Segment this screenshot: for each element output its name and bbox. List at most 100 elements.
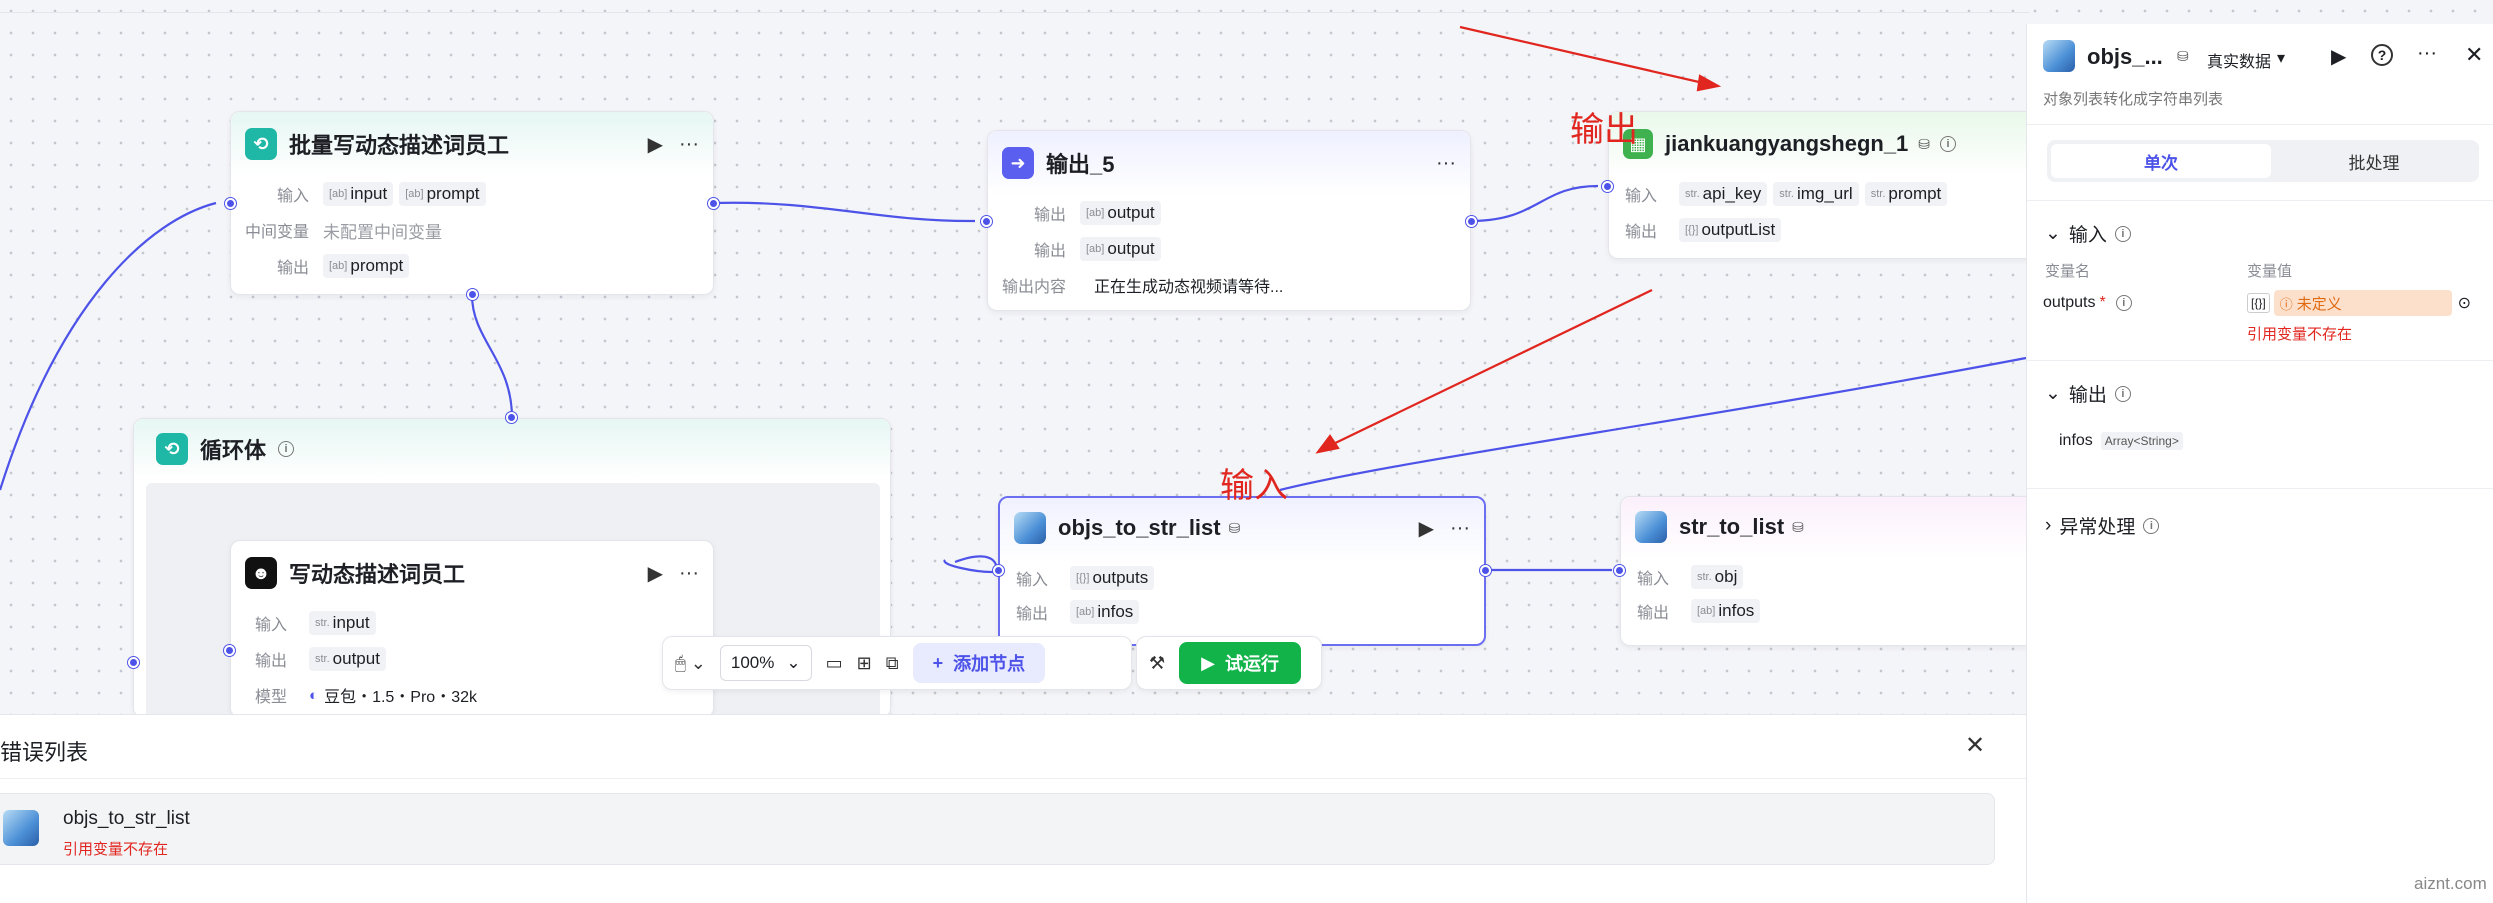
output-row: 输出 [ab]output: [1002, 199, 1167, 227]
input-label: 输入: [1625, 188, 1658, 205]
tab-batch[interactable]: 批处理: [2348, 153, 2400, 173]
annot-arrow-middle: [1324, 289, 1653, 449]
objs-node[interactable]: objs_to_str_list ⛁ ▶ ··· 输入 [{}]outputs …: [998, 496, 1486, 646]
port[interactable]: [1480, 565, 1491, 576]
run-node-icon[interactable]: ▶: [647, 133, 664, 156]
output-label: 输出: [1625, 224, 1658, 241]
help-icon[interactable]: ?: [2371, 44, 2393, 66]
layout-icon[interactable]: ⊞: [856, 652, 872, 673]
node-header: str_to_list ⛁: [1635, 511, 2025, 543]
port[interactable]: [467, 289, 478, 300]
output-section-header[interactable]: ⌄ 输出 i: [2045, 380, 2131, 407]
var-error-message: 引用变量不存在: [2247, 326, 2353, 343]
wire-loop-to-objs: [943, 555, 998, 574]
mid-label: 中间变量: [245, 224, 310, 241]
annotation-input: 输入: [1220, 467, 1288, 505]
writer-node[interactable]: ☻ 写动态描述词员工 ▶ ··· 输入 str.input 输出 str.out…: [230, 540, 714, 718]
str-node[interactable]: str_to_list ⛁ 输入 str.obj 输出 [ab]infos: [1620, 496, 2040, 646]
info-icon[interactable]: i: [1940, 136, 1957, 152]
caret-down-icon: ▾: [2277, 50, 2286, 67]
var-name: outputs* i: [2043, 294, 2132, 312]
chevron-down-icon: ⌄: [786, 653, 801, 672]
code-plugin-icon: [3, 810, 39, 846]
test-run-label: 试运行: [1224, 654, 1279, 674]
output-label: 输出: [1016, 606, 1049, 623]
mouse-mode-icon[interactable]: 🖱 ⌄: [675, 652, 706, 673]
variable-picker-icon[interactable]: ⊙: [2457, 295, 2471, 312]
comment-icon[interactable]: ▭: [825, 652, 843, 673]
watermark: aiznt.com: [2414, 874, 2487, 893]
minimap-icon[interactable]: ⧉: [885, 652, 899, 673]
array-type-icon: [{}]: [2247, 293, 2270, 313]
port[interactable]: [708, 198, 719, 209]
data-mode-select[interactable]: 真实数据 ▾: [2207, 48, 2285, 72]
exception-section-title: 异常处理: [2059, 517, 2136, 538]
output5-node[interactable]: ➜ 输出_5 ··· 输出 [ab]output 输出 [ab]output 输…: [987, 130, 1471, 311]
output-row: 输出 [ab]prompt: [245, 252, 415, 280]
info-icon[interactable]: i: [2143, 517, 2160, 534]
var-tag: str.api_key: [1679, 182, 1768, 206]
input-row: 输入 [{}]outputs: [1014, 564, 1160, 592]
info-icon[interactable]: i: [2114, 225, 2131, 242]
loop-icon: ⟲: [156, 433, 188, 465]
model-row: 模型 ◐ 豆包・1.5・Pro・32k: [245, 681, 477, 709]
node-header: ➜ 输出_5 ···: [1002, 147, 1456, 179]
var-value-col: 变量值: [2247, 263, 2293, 280]
model-value: 豆包・1.5・Pro・32k: [324, 689, 478, 706]
info-icon[interactable]: i: [2114, 385, 2131, 402]
port[interactable]: [993, 565, 1004, 576]
more-icon[interactable]: ···: [1450, 516, 1470, 539]
close-icon[interactable]: ✕: [2465, 42, 2484, 67]
annot-arrow-top: [1459, 25, 1713, 87]
add-node-button[interactable]: + 添加节点: [912, 643, 1046, 683]
run-node-icon[interactable]: ▶: [647, 562, 664, 585]
port[interactable]: [1466, 216, 1477, 227]
debug-icon[interactable]: ⚒: [1149, 652, 1166, 673]
run-icon[interactable]: ▶: [2331, 46, 2347, 68]
more-icon[interactable]: ···: [679, 561, 699, 584]
more-icon[interactable]: ···: [1436, 151, 1456, 174]
port[interactable]: [225, 198, 236, 209]
panel-description: 对象列表转化成字符串列表: [2043, 91, 2224, 108]
port[interactable]: [128, 657, 139, 668]
run-node-icon[interactable]: ▶: [1418, 517, 1435, 540]
var-tag: [{}]outputList: [1679, 218, 1782, 242]
port[interactable]: [224, 645, 235, 656]
error-message: 引用变量不存在: [63, 841, 169, 858]
port[interactable]: [506, 412, 517, 423]
input-section-header[interactable]: ⌄ 输入 i: [2045, 220, 2131, 247]
error-list-title: 错误列表: [0, 740, 89, 765]
exception-section-header[interactable]: › 异常处理 i: [2045, 512, 2160, 539]
more-icon[interactable]: ···: [2417, 42, 2437, 64]
tab-single[interactable]: 单次: [2051, 144, 2271, 178]
info-icon[interactable]: i: [2115, 295, 2132, 311]
port[interactable]: [1614, 565, 1625, 576]
zoom-select[interactable]: 100% ⌄: [719, 645, 812, 681]
batch-node[interactable]: ⟲ 批量写动态描述词员工 ▶ ··· 输入 [ab]input [ab]prom…: [230, 111, 714, 295]
error-item[interactable]: objs_to_str_list 引用变量不存在: [0, 793, 1995, 865]
output-label: 输出: [1637, 605, 1670, 622]
input-row: 输入 [ab]input [ab]prompt: [245, 180, 492, 208]
port[interactable]: [981, 216, 992, 227]
run-toolbar: ⚒ ▶ 试运行: [1136, 636, 1322, 690]
input-row: 输入 str.input: [245, 609, 382, 637]
model-label: 模型: [255, 689, 288, 706]
close-icon[interactable]: ✕: [1965, 732, 1986, 759]
port[interactable]: [1602, 181, 1613, 192]
doubao-icon: ◐: [309, 686, 319, 704]
wire-batch-to-loop: [470, 294, 514, 419]
content-row: 输出内容 正在生成动态视频请等待...: [1002, 271, 1283, 299]
info-icon[interactable]: i: [278, 441, 295, 457]
plugin-badge-icon: ⛁: [1918, 135, 1931, 152]
test-run-button[interactable]: ▶ 试运行: [1179, 642, 1301, 684]
plugin-badge-icon: ⛁: [1792, 518, 1804, 535]
bot-icon: ☻: [245, 557, 277, 589]
node-title: 输出_5: [1046, 152, 1115, 177]
jk-node[interactable]: ▦ jiankuangyangshegn_1 ⛁ i 输入 str.api_ke…: [1608, 111, 2038, 259]
node-title: 循环体: [200, 438, 267, 463]
code-plugin-icon: [1014, 512, 1046, 544]
data-mode-label: 真实数据: [2207, 54, 2272, 71]
more-icon[interactable]: ···: [679, 132, 699, 155]
error-node-name: objs_to_str_list: [63, 808, 190, 829]
